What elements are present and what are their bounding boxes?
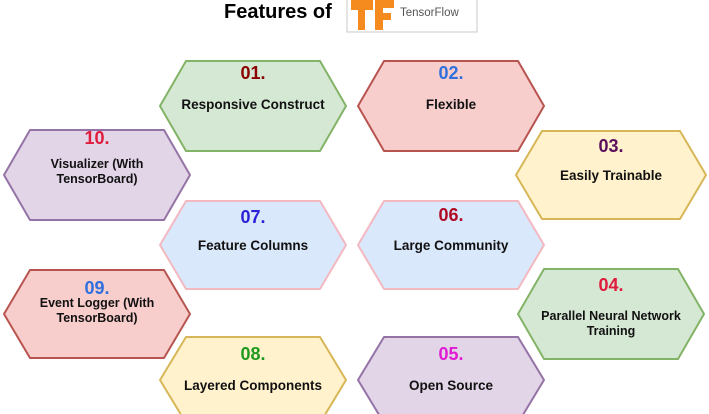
feature-hexagon-07: 07. Feature Columns bbox=[159, 200, 347, 290]
logo-text: TensorFlow bbox=[400, 7, 459, 19]
feature-number: 09. bbox=[84, 278, 109, 298]
feature-hexagon-05: 05. Open Source bbox=[357, 336, 545, 414]
feature-label: Easily Trainable bbox=[560, 168, 663, 183]
feature-number: 01. bbox=[240, 63, 265, 83]
feature-hexagon-01: 01. Responsive Construct bbox=[159, 60, 347, 152]
feature-label: Layered Components bbox=[184, 378, 322, 393]
feature-label: Visualizer (With bbox=[51, 157, 144, 171]
hexagon-shape bbox=[3, 129, 191, 221]
feature-label: Open Source bbox=[409, 378, 494, 393]
feature-hexagons: 01. Responsive Construct 02. Flexible 03. Eas… bbox=[3, 60, 707, 414]
feature-label: Parallel Neural Network bbox=[541, 309, 681, 323]
hexagon-shape bbox=[357, 336, 545, 414]
feature-number: 07. bbox=[240, 207, 265, 227]
feature-number: 02. bbox=[438, 63, 463, 83]
hexagon-shape bbox=[159, 200, 347, 290]
hexagon-shape bbox=[3, 269, 191, 359]
feature-label: Training bbox=[587, 324, 636, 338]
hexagon-shape bbox=[517, 268, 705, 360]
feature-hexagon-06: 06. Large Community bbox=[357, 200, 545, 290]
feature-number: 08. bbox=[240, 344, 265, 364]
feature-label: Responsive Construct bbox=[181, 97, 325, 112]
feature-hexagon-03: 03. Easily Trainable bbox=[515, 130, 707, 220]
hexagon-shape bbox=[159, 60, 347, 152]
feature-label: TensorBoard) bbox=[56, 172, 137, 186]
hexagon-shape bbox=[357, 60, 545, 152]
feature-label: Event Logger (With bbox=[40, 296, 154, 310]
feature-number: 03. bbox=[598, 136, 623, 156]
diagram-title: Features of bbox=[224, 1, 332, 23]
feature-hexagon-02: 02. Flexible bbox=[357, 60, 545, 152]
hexagon-shape bbox=[515, 130, 707, 220]
feature-label: Flexible bbox=[426, 97, 477, 112]
feature-number: 05. bbox=[438, 344, 463, 364]
feature-label: Feature Columns bbox=[198, 238, 308, 253]
hexagon-shape bbox=[357, 200, 545, 290]
feature-hexagon-08: 08. Layered Components bbox=[159, 336, 347, 414]
feature-label: TensorBoard) bbox=[56, 311, 137, 325]
tensorflow-logo-icon bbox=[351, 0, 394, 30]
tensorflow-logo: TensorFlow bbox=[346, 0, 478, 33]
feature-number: 06. bbox=[438, 205, 463, 225]
feature-number: 10. bbox=[84, 128, 109, 148]
feature-label: Large Community bbox=[394, 238, 509, 253]
hexagon-shape bbox=[159, 336, 347, 414]
feature-number: 04. bbox=[598, 275, 623, 295]
